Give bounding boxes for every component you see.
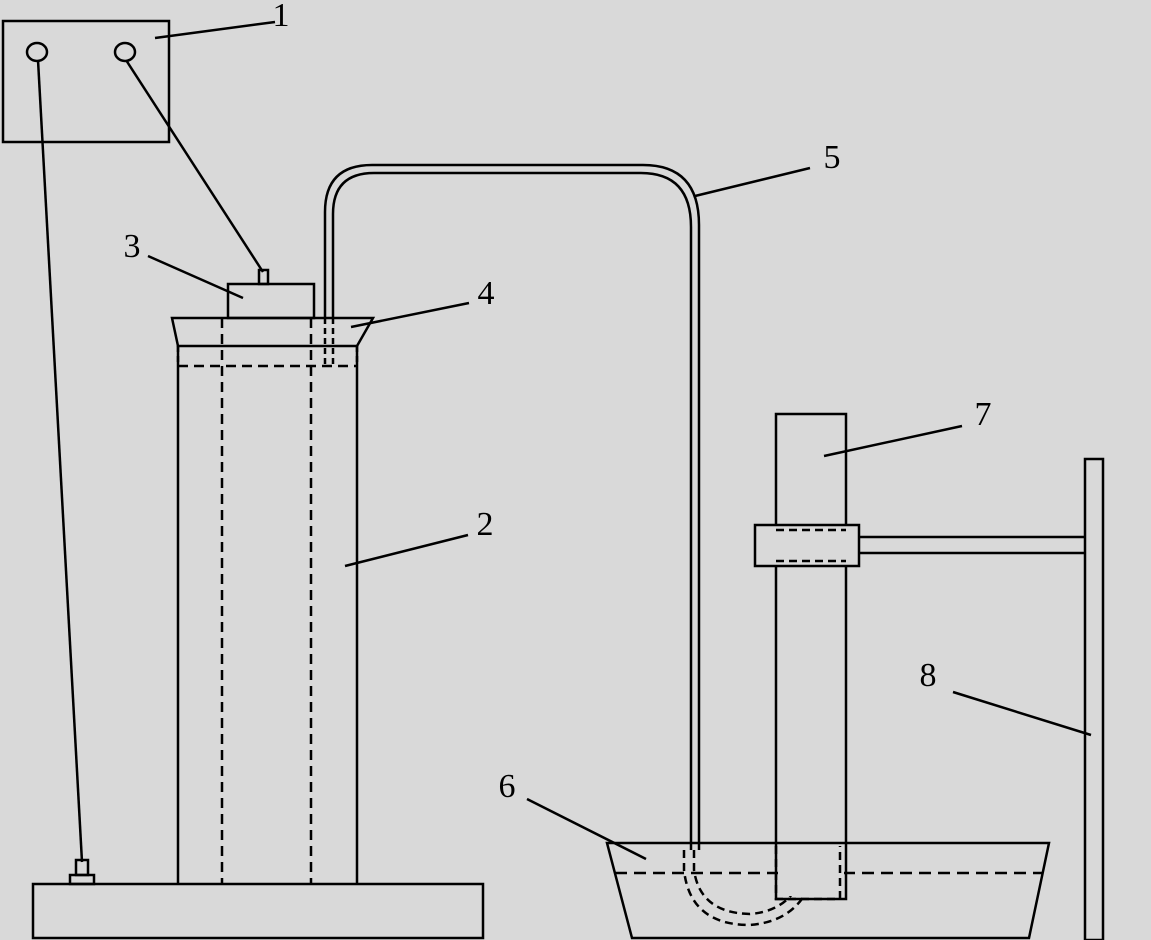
electrode-plug-terminal (257, 268, 270, 286)
label-1: 1 (273, 0, 290, 34)
power-supply-box (1, 19, 171, 144)
leader-8 (952, 690, 1092, 737)
wire-right (124, 59, 265, 273)
base-platform (31, 882, 485, 940)
label-6: 6 (499, 768, 516, 805)
leader-1 (154, 20, 276, 40)
support-stand-rod (1083, 457, 1105, 940)
collection-tube-mask (778, 846, 844, 896)
leader-2 (344, 533, 469, 568)
siphon-ubend-outer (682, 849, 820, 927)
label-2: 2 (477, 506, 494, 543)
bottom-electrode-foot (68, 873, 96, 886)
label-3: 3 (124, 228, 141, 265)
siphon-tube-inner (331, 171, 693, 850)
wire-left (36, 59, 84, 863)
leader-5 (694, 166, 811, 198)
label-4: 4 (478, 275, 495, 312)
basin (605, 841, 1051, 940)
clamp (753, 523, 861, 568)
electrode-plug (226, 282, 316, 320)
leader-4 (350, 301, 470, 329)
collection-tube (774, 412, 848, 901)
label-5: 5 (824, 139, 841, 176)
siphon-tube-outer (323, 163, 701, 850)
leader-7 (823, 424, 963, 458)
collection-tube-submerged (774, 846, 842, 901)
leader-3 (147, 254, 244, 300)
leader-6 (526, 797, 647, 861)
terminal-right (113, 41, 137, 63)
label-7: 7 (975, 396, 992, 433)
label-8: 8 (920, 657, 937, 694)
